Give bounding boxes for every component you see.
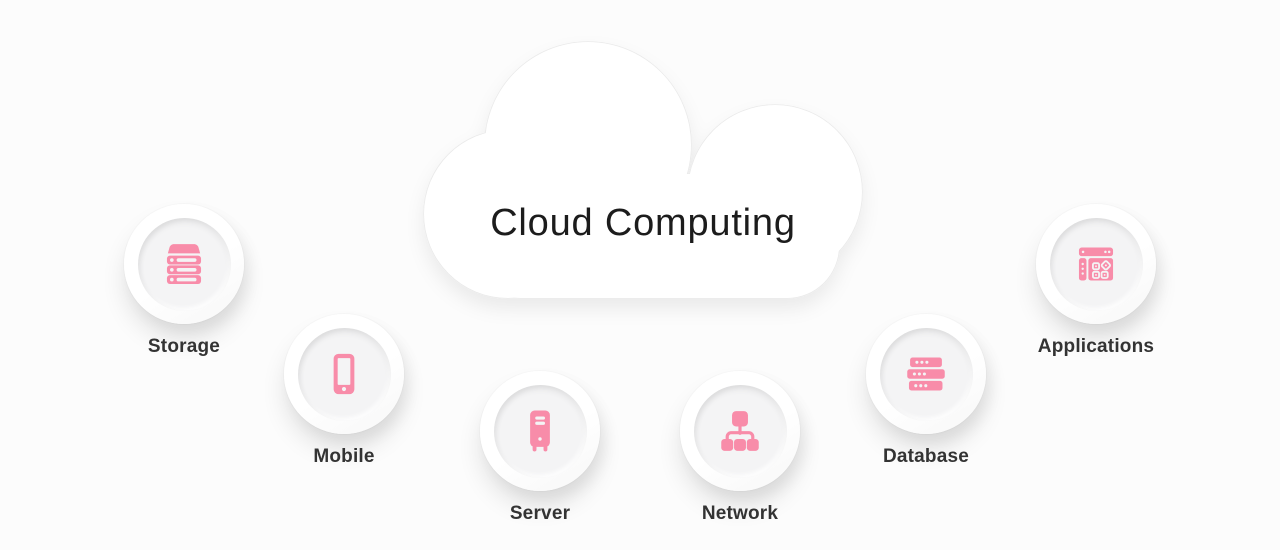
node-applications: Applications: [1031, 204, 1161, 358]
server-node-circle: [480, 371, 600, 491]
database-icon: [907, 357, 945, 391]
node-label-storage: Storage: [147, 336, 221, 357]
applications-icon: [1078, 247, 1114, 281]
server-icon: [530, 410, 550, 452]
mobile-node-circle: [284, 314, 404, 434]
node-database: Database: [861, 314, 991, 468]
cloud-shape: [421, 38, 865, 302]
node-label-applications: Applications: [1037, 336, 1155, 357]
node-label-server: Server: [509, 503, 571, 524]
node-label-mobile: Mobile: [313, 446, 375, 467]
applications-node-circle: [1036, 204, 1156, 324]
storage-icon: [166, 244, 202, 284]
network-node-circle: [680, 371, 800, 491]
node-label-database: Database: [882, 446, 970, 467]
node-storage: Storage: [119, 204, 249, 358]
node-mobile: Mobile: [279, 314, 409, 468]
node-label-network: Network: [701, 503, 779, 524]
database-node-circle: [866, 314, 986, 434]
node-server: Server: [475, 371, 605, 525]
storage-node-circle: [124, 204, 244, 324]
mobile-icon: [333, 353, 355, 395]
network-icon: [721, 411, 759, 451]
node-network: Network: [675, 371, 805, 525]
diagram-title: Cloud Computing: [490, 202, 796, 244]
